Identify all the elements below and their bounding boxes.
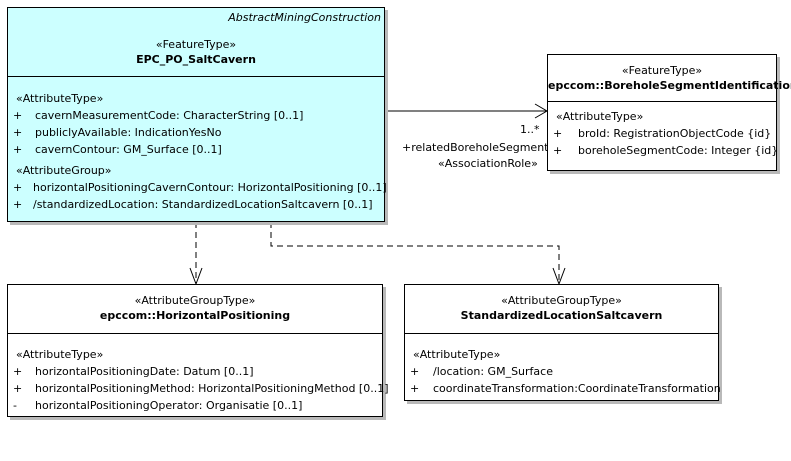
class-header: «AttributeGroupType» epccom::HorizontalP… (8, 285, 382, 334)
attribute-row[interactable]: + publiclyAvailable: IndicationYesNo (8, 124, 384, 141)
visibility-marker: + (13, 365, 23, 378)
attribute-row[interactable]: + boreholeSegmentCode: Integer {id} (548, 142, 779, 159)
visibility-marker: + (553, 144, 563, 157)
attribute-text: boreholeSegmentCode: Integer {id} (578, 144, 779, 157)
attribute-text: horizontalPositioningMethod: HorizontalP… (35, 382, 389, 395)
class-name: StandardizedLocationSaltcavern (460, 309, 663, 322)
attribute-row[interactable]: - horizontalPositioningOperator: Organisa… (8, 397, 382, 414)
attribute-row[interactable]: + /location: GM_Surface (405, 363, 718, 380)
visibility-marker: + (13, 143, 23, 156)
attribute-text: coordinateTransformation:CoordinateTrans… (433, 382, 721, 395)
class-stereotype: «AttributeGroupType» (134, 294, 256, 307)
association-role: +relatedBoreholeSegment (402, 141, 549, 154)
visibility-marker: + (13, 382, 23, 395)
class-borehole-segment-identification[interactable]: «FeatureType» epccom::BoreholeSegmentIde… (547, 54, 791, 171)
attribute-row[interactable]: + cavernContour: GM_Surface [0..1] (8, 141, 384, 158)
class-attributes: «AttributeType» + cavernMeasurementCode: … (8, 77, 387, 213)
attribute-row[interactable]: + /standardizedLocation: StandardizedLoca… (8, 196, 384, 213)
attribute-group-label: «AttributeType» (16, 92, 104, 105)
attribute-row[interactable]: + cavernMeasurementCode: CharacterString … (8, 107, 384, 124)
association-multiplicity: 1..* (520, 123, 540, 136)
class-stereotype: «AttributeGroupType» (501, 294, 622, 307)
dependency-line-standardized[interactable] (270, 222, 560, 284)
class-attributes: «AttributeType» + broId: RegistrationObje… (548, 102, 779, 159)
association-stereotype: «AssociationRole» (438, 157, 538, 170)
visibility-marker: - (13, 399, 17, 412)
class-name: EPC_PO_SaltCavern (136, 53, 256, 66)
abstract-parent-label: AbstractMiningConstruction (228, 11, 381, 24)
class-attributes: «AttributeType» + /location: GM_Surface +… (405, 334, 721, 397)
attribute-text: /location: GM_Surface (433, 365, 553, 378)
class-header: «FeatureType» epccom::BoreholeSegmentIde… (548, 55, 791, 102)
class-name: epccom::BoreholeSegmentIdentification (548, 79, 791, 92)
attribute-group-label: «AttributeGroup» (16, 164, 112, 177)
visibility-marker: + (13, 181, 23, 194)
class-stereotype: «FeatureType» (621, 64, 703, 77)
attribute-row[interactable]: + horizontalPositioningMethod: Horizontal… (8, 380, 389, 397)
class-standardized-location-saltcavern[interactable]: «AttributeGroupType» StandardizedLocatio… (404, 284, 721, 401)
visibility-marker: + (410, 365, 420, 378)
attribute-row[interactable]: + horizontalPositioningDate: Datum [0..1] (8, 363, 382, 380)
attribute-text: /standardizedLocation: StandardizedLocat… (33, 198, 373, 211)
class-header: AbstractMiningConstruction «FeatureType»… (8, 8, 384, 77)
attribute-text: cavernContour: GM_Surface [0..1] (35, 143, 222, 156)
attribute-text: cavernMeasurementCode: CharacterString [… (35, 109, 304, 122)
attribute-text: horizontalPositioningCavernContour: Hori… (33, 181, 387, 194)
class-header: «AttributeGroupType» StandardizedLocatio… (405, 285, 718, 334)
class-stereotype: «FeatureType» (155, 38, 237, 51)
visibility-marker: + (13, 126, 23, 139)
visibility-marker: + (13, 198, 23, 211)
visibility-marker: + (553, 127, 563, 140)
attribute-group-label: «AttributeType» (16, 348, 104, 361)
attribute-text: broId: RegistrationObjectCode {id} (578, 127, 772, 140)
attribute-group-label: «AttributeType» (556, 110, 644, 123)
class-name: epccom::HorizontalPositioning (99, 309, 291, 322)
attribute-text: horizontalPositioningDate: Datum [0..1] (35, 365, 254, 378)
visibility-marker: + (13, 109, 23, 122)
visibility-marker: + (410, 382, 420, 395)
class-attributes: «AttributeType» + horizontalPositioningDa… (8, 334, 389, 414)
attribute-row[interactable]: + broId: RegistrationObjectCode {id} (548, 125, 776, 142)
attribute-text: horizontalPositioningOperator: Organisat… (35, 399, 303, 412)
attribute-row[interactable]: + horizontalPositioningCavernContour: Hor… (8, 179, 387, 196)
attribute-group-label: «AttributeType» (413, 348, 501, 361)
class-epc-po-saltcavern[interactable]: AbstractMiningConstruction «FeatureType»… (7, 7, 387, 222)
attribute-text: publiclyAvailable: IndicationYesNo (35, 126, 222, 139)
attribute-row[interactable]: + coordinateTransformation:CoordinateTran… (405, 380, 721, 397)
class-horizontal-positioning[interactable]: «AttributeGroupType» epccom::HorizontalP… (7, 284, 389, 417)
